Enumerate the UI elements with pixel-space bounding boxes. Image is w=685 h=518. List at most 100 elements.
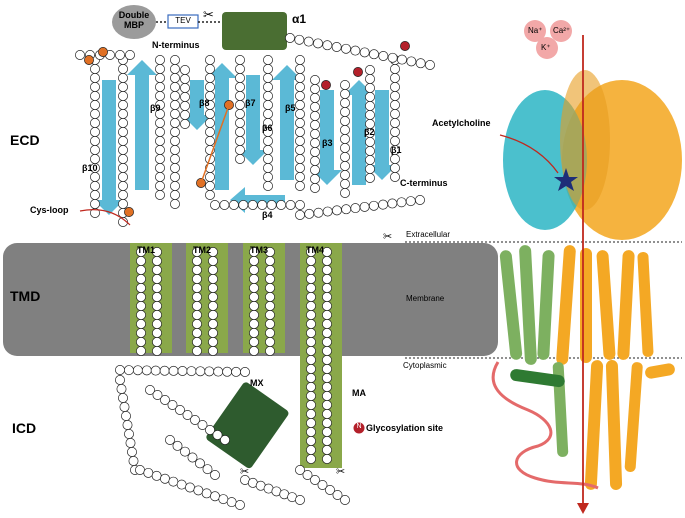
residue-circle: [340, 80, 350, 90]
residue-circle: [390, 172, 400, 182]
residue-circle: [263, 55, 273, 65]
residue-circle: [208, 256, 218, 266]
residue-circle: [152, 346, 162, 356]
residue-circle: [205, 181, 215, 191]
residue-circle: [155, 154, 165, 164]
residue-circle: [175, 405, 185, 415]
residue-circle: [118, 172, 128, 182]
residue-circle: [263, 145, 273, 155]
residue-circle: [306, 409, 316, 419]
residue-circle: [155, 82, 165, 92]
residue-circle: [118, 154, 128, 164]
residue-circle: [90, 199, 100, 209]
residue-circle: [365, 110, 375, 120]
residue-circle: [322, 310, 332, 320]
residue-circle: [369, 49, 379, 60]
residue-circle: [208, 319, 218, 329]
residue-circle: [265, 265, 275, 275]
residue-circle: [123, 365, 134, 376]
residue-circle: [368, 200, 379, 211]
residue-circle: [390, 127, 400, 137]
residue-circle: [90, 208, 100, 218]
residue-circle: [155, 118, 165, 128]
tm4-ma-box: [300, 243, 342, 468]
residue-circle: [359, 201, 370, 212]
beta5-label: β5: [285, 103, 296, 113]
mx-box: [206, 382, 289, 469]
residue-circle: [295, 465, 305, 475]
residue-circle: [180, 101, 190, 111]
residue-circle: [249, 274, 259, 284]
residue-circle: [331, 205, 342, 216]
residue-circle: [322, 346, 332, 356]
residue-circle: [155, 145, 165, 155]
beta1-arrow: [367, 90, 397, 180]
residue-circle: [306, 400, 316, 410]
residue-circle: [136, 310, 146, 320]
cys-loop-label: Cys-loop: [30, 205, 69, 215]
residue-circle: [295, 118, 305, 128]
residue-circle: [152, 274, 162, 284]
residue-circle: [365, 83, 375, 93]
residue-circle: [304, 208, 315, 219]
residue-circle: [187, 452, 198, 463]
residue-circle: [170, 55, 180, 65]
residue-circle: [145, 385, 155, 395]
residue-circle: [249, 346, 259, 356]
residue-circle: [365, 137, 375, 147]
residue-circle: [295, 100, 305, 110]
residue-circle: [340, 152, 350, 162]
residue-circle: [295, 82, 305, 92]
residue-circle: [90, 145, 100, 155]
residue-circle: [136, 265, 146, 275]
residue-circle: [240, 367, 250, 377]
highlighted-residue: [353, 67, 363, 77]
residue-circle: [192, 346, 202, 356]
residue-circle: [152, 310, 162, 320]
residue-circle: [235, 55, 245, 65]
nachr-3d-structure: [491, 70, 682, 490]
beta6-label: β6: [262, 123, 273, 133]
residue-circle: [170, 91, 180, 101]
residue-circle: [365, 74, 375, 84]
residue-circle: [257, 200, 268, 210]
residue-circle: [265, 292, 275, 302]
residue-circle: [332, 490, 343, 500]
residue-circle: [165, 435, 175, 445]
residue-circle: [341, 204, 352, 215]
residue-circle: [152, 292, 162, 302]
residue-circle: [208, 265, 218, 275]
residue-circle: [118, 199, 128, 209]
residue-circle: [390, 163, 400, 173]
residue-circle: [405, 196, 416, 207]
residue-circle: [263, 136, 273, 146]
residue-circle: [235, 82, 245, 92]
residue-circle: [265, 274, 275, 284]
residue-circle: [160, 395, 170, 405]
residue-circle: [125, 438, 136, 448]
residue-circle: [322, 391, 332, 401]
residue-circle: [208, 283, 218, 293]
residue-circle: [195, 366, 206, 377]
residue-circle: [180, 110, 190, 120]
residue-circle: [170, 136, 180, 146]
alpha1-label: α1: [292, 12, 307, 26]
residue-circle: [390, 82, 400, 92]
residue-circle: [90, 109, 100, 119]
beta9-label: β9: [150, 103, 161, 113]
residue-circle: [115, 365, 125, 375]
residue-circle: [235, 64, 245, 74]
residue-circle: [141, 365, 152, 376]
residue-circle: [247, 200, 258, 210]
residue-circle: [152, 283, 162, 293]
residue-circle: [340, 188, 350, 198]
residue-circle: [195, 458, 205, 469]
residue-circle: [172, 440, 183, 451]
residue-circle: [143, 467, 154, 478]
residue-circle: [197, 420, 208, 430]
residue-circle: [205, 82, 215, 92]
alpha1-box: [222, 12, 287, 50]
scissors-icon-tev: ✂: [203, 8, 214, 23]
residue-circle: [119, 402, 130, 412]
residue-circle: [310, 75, 320, 85]
